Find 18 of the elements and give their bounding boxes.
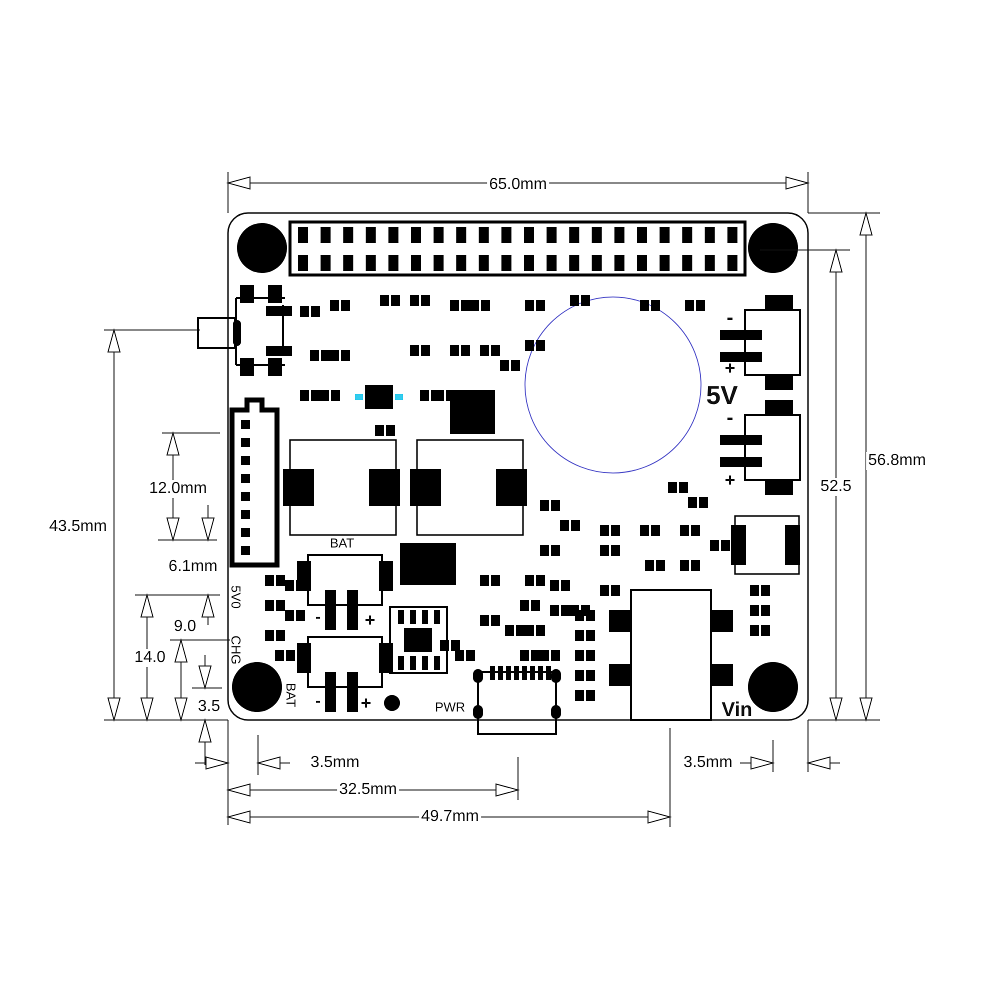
dimension-label: 52.5 <box>818 478 854 496</box>
silkscreen-label: BAT <box>330 536 354 550</box>
polarity-mark: + <box>724 471 736 489</box>
silkscreen-label: PWR <box>434 700 466 714</box>
polarity-mark: + <box>360 694 372 712</box>
silkscreen-label: 5V <box>706 382 738 408</box>
silkscreen-label: Vin <box>722 700 752 720</box>
dimension-label: 12.0mm <box>147 480 209 498</box>
silkscreen-label: BAT <box>284 682 298 708</box>
silkscreen-label: 5V0 <box>230 585 242 609</box>
polarity-mark: - <box>315 610 321 626</box>
polarity-mark: + <box>724 359 736 377</box>
silkscreen-label: CHG <box>230 636 242 664</box>
polarity-mark: - <box>726 408 734 428</box>
polarity-mark: - <box>726 308 734 328</box>
polarity-mark: - <box>315 694 321 710</box>
polarity-mark: + <box>364 611 376 629</box>
dimension-label: 56.8mm <box>866 452 928 470</box>
